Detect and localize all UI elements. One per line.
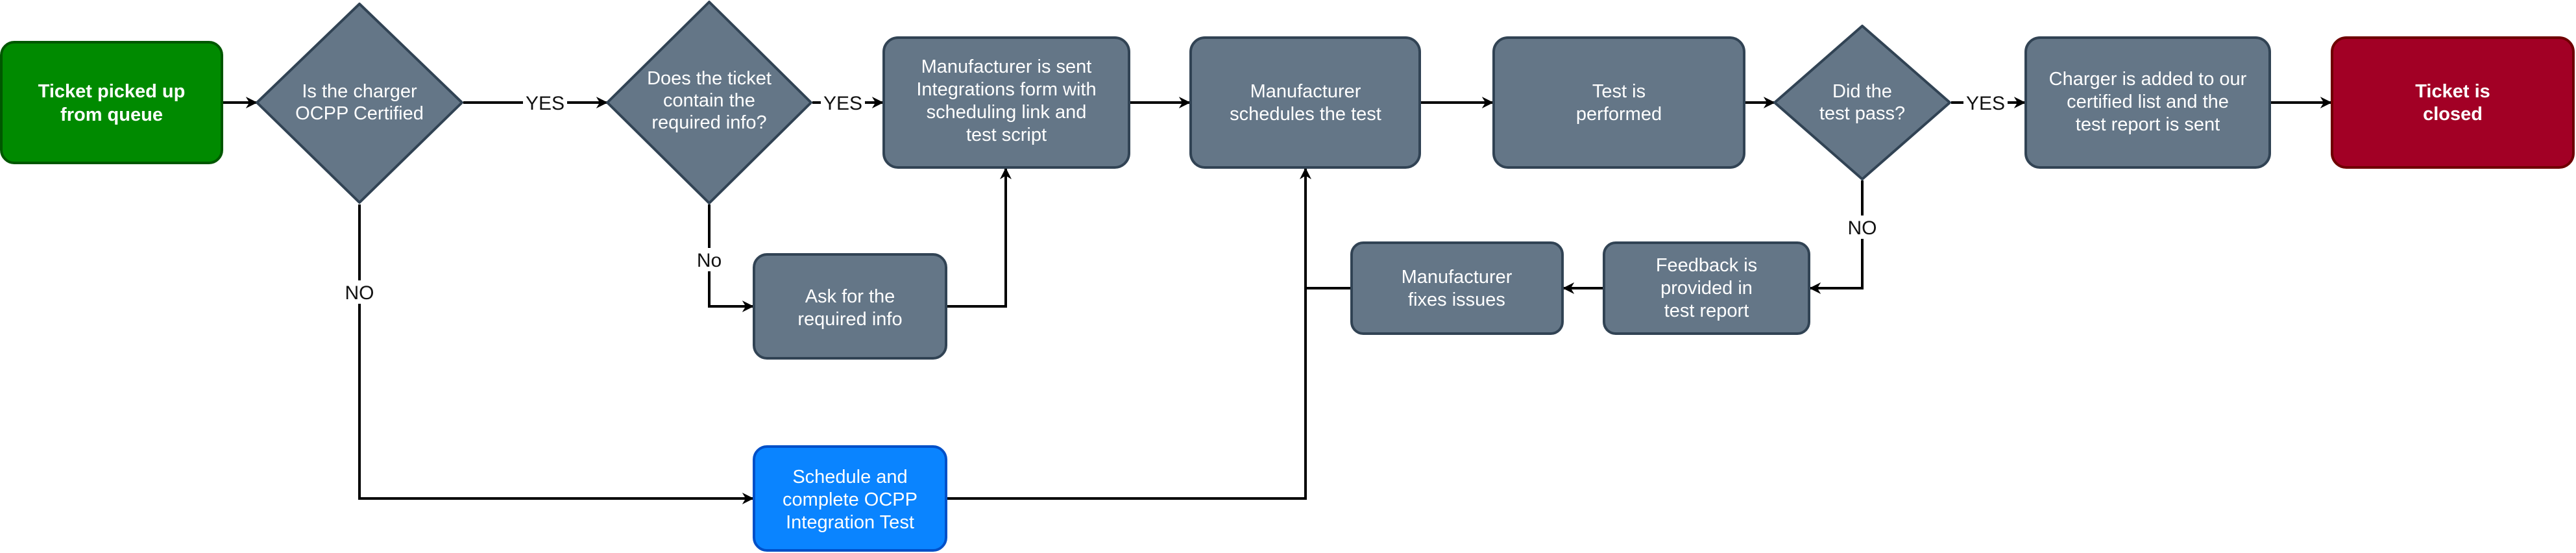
node-feedback-provided-line-1: Feedback is: [1656, 255, 1757, 276]
node-ticket-contains-info-line-1: Does the ticket: [647, 68, 772, 89]
edge-ask-to-form: [947, 167, 1012, 308]
node-integrations-form-sent-line-4: test script: [966, 125, 1047, 145]
node-did-test-pass-line-2: test pass?: [1819, 103, 1905, 124]
node-ticket-closed-line-2: closed: [2423, 104, 2483, 125]
edge-label-no-pass: NO: [1848, 217, 1877, 239]
node-feedback-provided-line-3: test report: [1664, 301, 1749, 321]
node-schedule-ocpp-test-line-2: complete OCPP: [783, 489, 917, 510]
node-ask-required-info-line-2: required info: [797, 309, 902, 330]
node-charger-added-line-3: test report is sent: [2076, 114, 2220, 135]
node-ask-required-info-line-1: Ask for the: [805, 286, 895, 307]
node-schedule-ocpp-test-line-3: Integration Test: [786, 512, 914, 533]
node-integrations-form-sent-line-1: Manufacturer is sent: [921, 56, 1092, 77]
edge-ocpp-test-to-schedules: [947, 167, 1311, 500]
node-ticket-contains-info-line-3: required info?: [651, 112, 766, 133]
node-manufacturer-schedules-line-1: Manufacturer: [1250, 81, 1361, 102]
node-ticket-contains-info-line-2: contain the: [663, 90, 755, 111]
node-integrations-form-sent-line-2: Integrations form with: [916, 79, 1096, 100]
node-test-performed-line-2: performed: [1576, 104, 1662, 125]
node-test-performed-line-1: Test is: [1592, 81, 1646, 102]
node-schedule-ocpp-test-line-1: Schedule and: [792, 467, 907, 487]
node-charger-added-line-2: certified list and the: [2067, 92, 2229, 112]
node-manufacturer-schedules-line-2: schedules the test: [1230, 104, 1381, 125]
edge-info-no-to-ask: [708, 204, 754, 312]
node-manufacturer-fixes-line-2: fixes issues: [1408, 289, 1505, 310]
node-ticket-closed-line-1: Ticket is: [2415, 81, 2490, 102]
node-feedback-provided-line-2: provided in: [1660, 278, 1753, 299]
edge-labels: YES YES YES NO No NO: [341, 91, 2008, 304]
edge-label-yes-certified: YES: [526, 93, 565, 114]
node-integrations-form-sent-line-3: scheduling link and: [927, 102, 1087, 123]
edge-label-yes-pass: YES: [1966, 93, 2005, 114]
node-charger-added-line-1: Charger is added to our: [2049, 69, 2247, 90]
node-ticket-picked-up-line-2: from queue: [60, 104, 163, 125]
edge-label-yes-info: YES: [823, 93, 862, 114]
node-ticket-picked-up-line-1: Ticket picked up: [38, 81, 186, 102]
edge-label-no-certified: NO: [345, 282, 374, 304]
node-is-ocpp-certified-line-1: Is the charger: [302, 81, 417, 102]
edge-label-no-info: No: [697, 250, 722, 271]
node-is-ocpp-certified-line-2: OCPP Certified: [295, 103, 424, 124]
node-did-test-pass-line-1: Did the: [1832, 81, 1892, 102]
node-manufacturer-fixes-line-1: Manufacturer: [1402, 267, 1513, 288]
